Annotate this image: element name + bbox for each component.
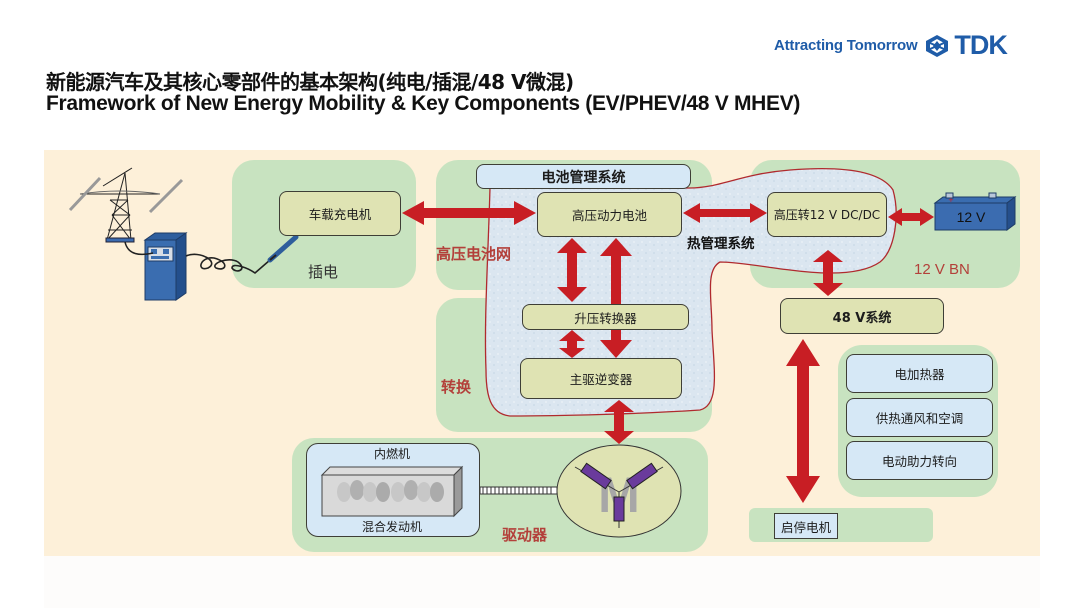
brand-tagline: Attracting Tomorrow — [774, 37, 918, 54]
charging-cable-icon — [185, 253, 271, 275]
arrow-dcdc-12v — [888, 208, 934, 226]
page-title-cn: 新能源汽车及其核心零部件的基本架构(纯电/插混/48 V微混) — [46, 70, 574, 94]
arrow-boost-inverter — [559, 330, 585, 358]
arrows — [402, 201, 934, 503]
drive-shaft — [479, 486, 558, 495]
boost-converter-box: 升压转换器 — [522, 304, 689, 330]
hv-battery-box: 高压动力电池 — [537, 192, 682, 237]
load-item: 电加热器 — [846, 354, 993, 393]
label-plug-in: 插电 — [308, 263, 339, 281]
label-12v-bn: 12 V BN — [914, 261, 970, 278]
hybrid-engine-label: 混合发动机 — [361, 520, 422, 534]
load-item: 电动助力转向 — [846, 441, 993, 480]
label-conversion: 转换 — [441, 378, 472, 396]
label-drive: 驱动器 — [502, 526, 548, 544]
onboard-charger-box: 车载充电机 — [279, 191, 401, 236]
label-thermal: 热管理系统 — [687, 236, 755, 252]
label-hv-grid: 高压电池网 — [436, 245, 512, 263]
dcdc-box: 高压转12 V DC/DC — [767, 192, 887, 237]
bms-box: 电池管理系统 — [476, 164, 691, 189]
arrow-battery-boost — [557, 238, 587, 302]
main-inverter-box: 主驱逆变器 — [520, 358, 682, 399]
battery-12v-label: 12 V — [956, 208, 986, 225]
brand-logo-text: TDK — [954, 30, 1007, 60]
charging-plug-icon — [267, 234, 299, 263]
power-tower-icon — [68, 167, 184, 243]
brand-logo: Attracting Tomorrow TDK — [774, 30, 1008, 61]
ice-title: 内燃机 — [373, 447, 410, 461]
battery-12v-icon: + — [933, 192, 1017, 231]
page-title-en: Framework of New Energy Mobility & Key C… — [46, 92, 801, 115]
tower-to-station-cable — [124, 241, 154, 256]
tdk-star-icon — [926, 34, 949, 57]
arrow-48v-startstop — [786, 339, 820, 503]
charging-station-icon — [143, 232, 188, 301]
start-stop-motor-box: 启停电机 — [774, 513, 838, 539]
arrow-dcdc-48v — [813, 250, 843, 296]
system-48v-box: 48 V系统 — [780, 298, 944, 334]
motor-icon: M — [556, 444, 682, 538]
svg-text:+: + — [948, 196, 954, 204]
arrow-battery-dcdc — [683, 203, 767, 223]
arrow-charger-battery — [402, 201, 536, 225]
bottom-area — [44, 556, 1040, 608]
arrow-inverter-motor — [604, 400, 634, 444]
load-item: 供热通风和空调 — [846, 398, 993, 437]
arrow-battery-inverter — [600, 238, 632, 358]
